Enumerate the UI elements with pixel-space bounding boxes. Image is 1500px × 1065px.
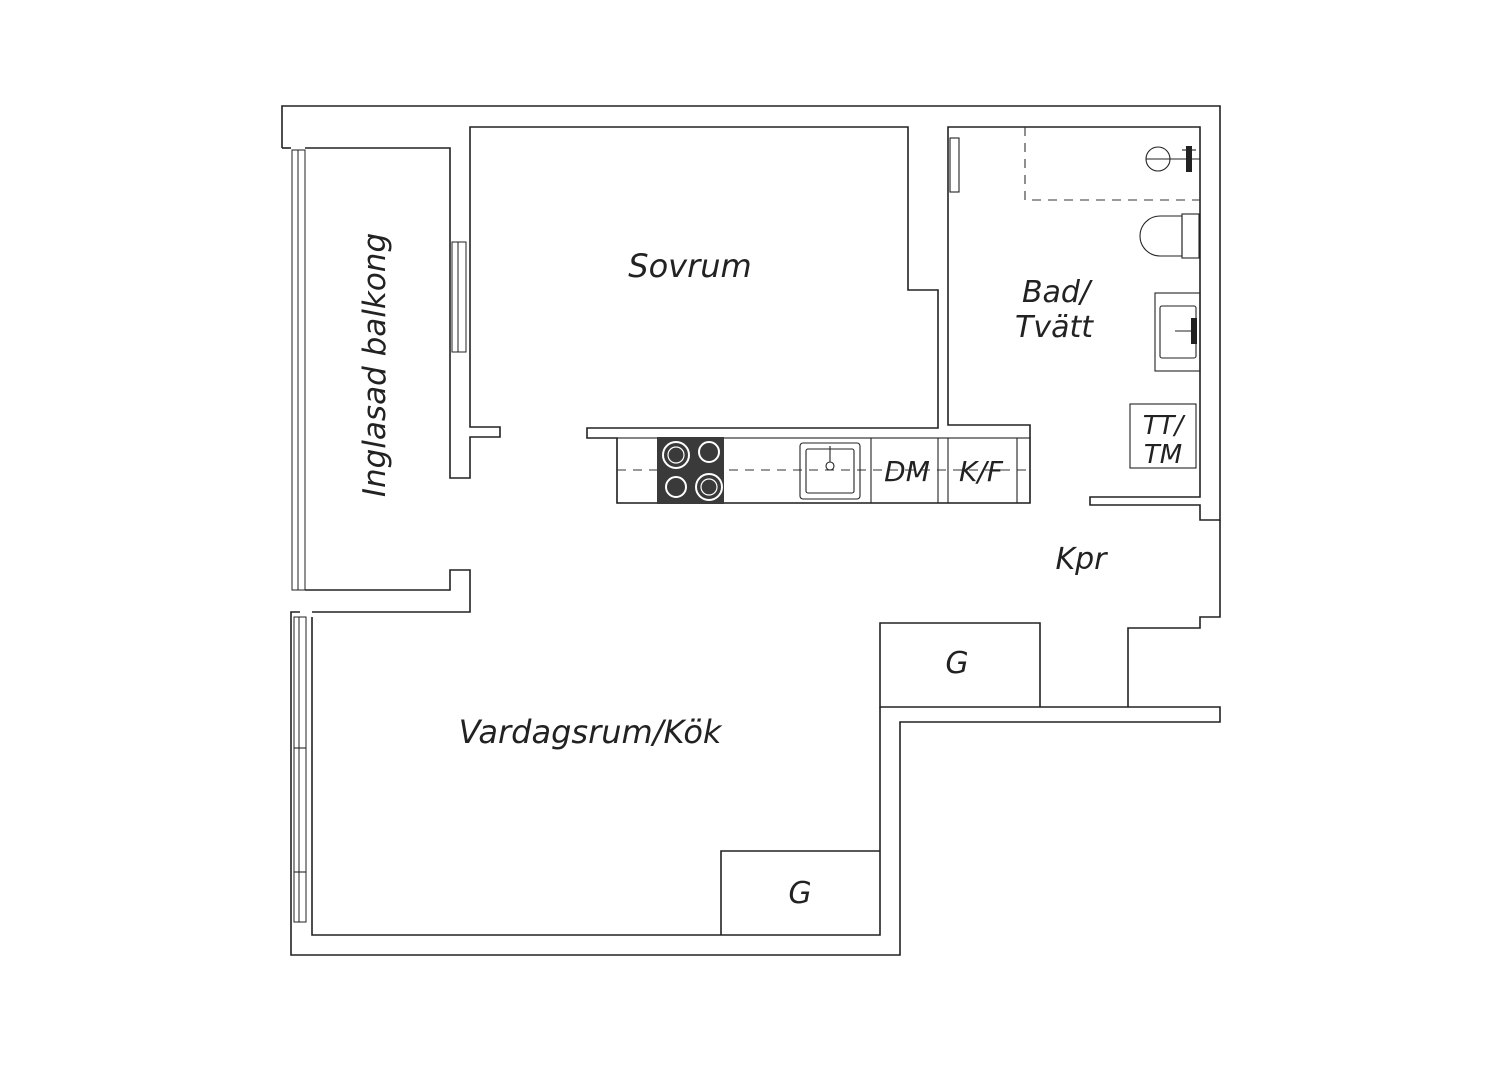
living-window-outer [293, 616, 300, 923]
label-dishwasher: DM [884, 455, 930, 488]
shower-head-icon [1145, 146, 1200, 172]
washer-box [1129, 403, 1197, 469]
label-washer-line2: TM [1144, 440, 1182, 470]
bedroom-window-pane-a [451, 241, 459, 353]
balcony-glazing [291, 149, 306, 591]
label-living: Vardagsrum/Kök [459, 713, 723, 751]
outer-wall-right [290, 520, 1221, 956]
label-bath-line2: Tvätt [1015, 310, 1094, 345]
living-window-inner [298, 616, 307, 923]
bath-sink-cabinet [1154, 292, 1201, 372]
toilet-icon [1139, 213, 1200, 259]
burner-1 [662, 441, 690, 469]
burner-3 [665, 476, 687, 498]
burner-4-inner [700, 478, 718, 496]
shower-area [1024, 127, 1200, 201]
toilet-bowl [1139, 215, 1183, 257]
burner-4 [695, 473, 723, 501]
label-balcony: Inglasad balkong [357, 233, 393, 497]
bedroom-window [451, 241, 467, 353]
kitchen-sink-icon [799, 442, 861, 500]
living-wall-bottom [311, 617, 881, 936]
wardrobe-2-box [720, 850, 880, 935]
bedroom-window-pane-b [457, 241, 467, 353]
bathroom-fixtures [949, 127, 1201, 469]
burner-1-inner [667, 446, 685, 464]
label-fridge: K/F [959, 455, 1004, 488]
label-bath-line1: Bad/ [1022, 275, 1093, 310]
outer-walls [281, 105, 1221, 956]
room-labels: Sovrum Inglasad balkong Bad/ Tvätt Varda… [357, 233, 1108, 751]
bath-door-panel [949, 137, 960, 193]
bath-sink-icon [1154, 292, 1201, 372]
burner-2 [698, 441, 720, 463]
living-windows [293, 616, 307, 923]
toilet-tank [1181, 213, 1200, 259]
sink-drain [825, 461, 835, 471]
balcony-window-inner [297, 149, 306, 591]
shower-valve [1186, 146, 1192, 172]
label-bedroom: Sovrum [628, 247, 751, 285]
label-wardrobe-1: G [945, 646, 968, 681]
stove-icon [657, 437, 724, 504]
fixture-labels: DM K/F TT/ TM G G [788, 411, 1186, 911]
bath-sink-basin [1159, 305, 1197, 359]
label-washer-line1: TT/ [1143, 411, 1187, 441]
living-wall-inner [305, 569, 471, 613]
label-closet: Kpr [1055, 542, 1108, 577]
sink-outer [799, 442, 861, 500]
balcony-window-outer [291, 149, 299, 591]
label-wardrobe-2: G [788, 876, 811, 911]
